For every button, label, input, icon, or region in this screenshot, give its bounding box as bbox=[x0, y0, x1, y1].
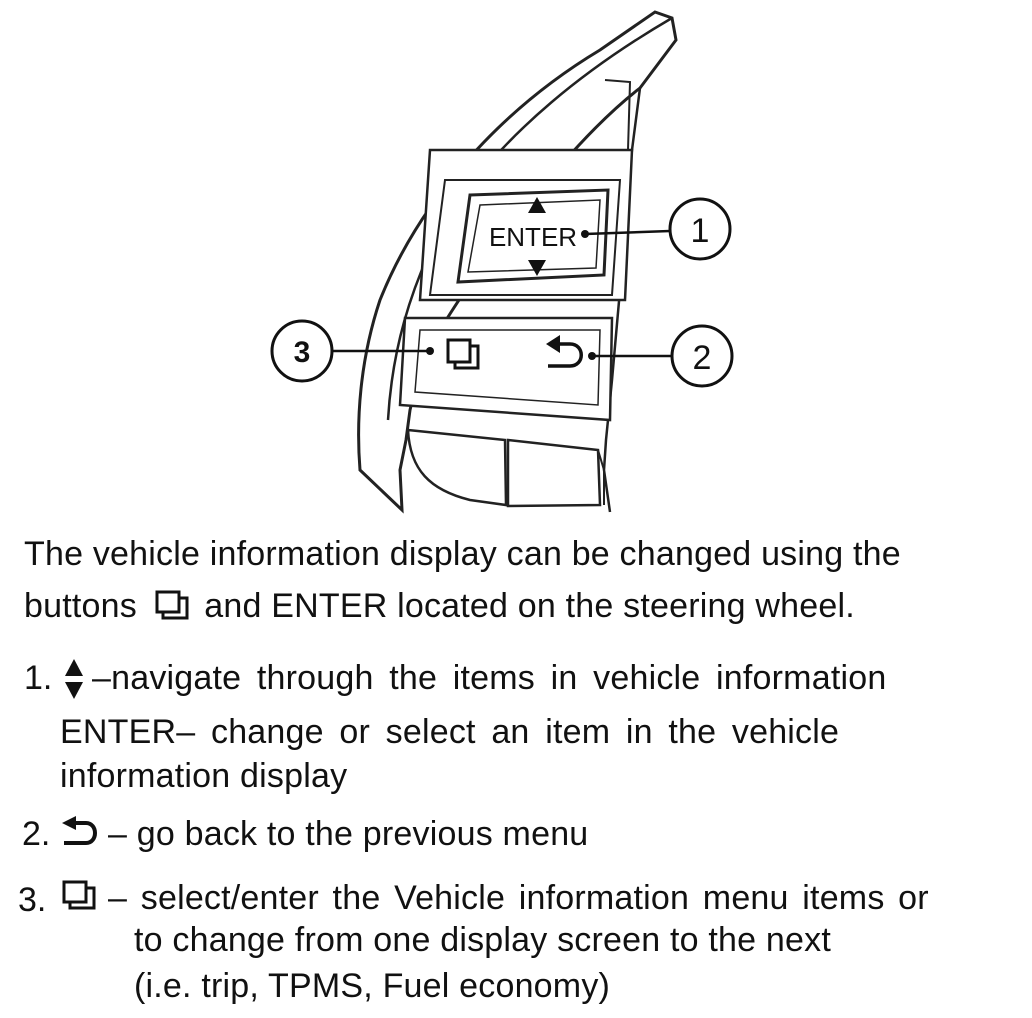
intro-line-2-end: and ENTER located on the steering wheel. bbox=[204, 587, 855, 625]
item-1-enter-label: ENTER bbox=[60, 713, 177, 751]
intro-line-2: buttons and ENTER located on the steerin… bbox=[24, 586, 855, 628]
item-1-number: 1. bbox=[24, 659, 53, 697]
item-3-number: 3. bbox=[18, 881, 47, 919]
display-toggle-button[interactable] bbox=[446, 338, 480, 370]
callout-3-label: 3 bbox=[294, 336, 311, 369]
steering-switch-diagram: ENTER 1 2 3 bbox=[270, 10, 734, 514]
enter-rocker-switch[interactable] bbox=[456, 188, 610, 284]
item-1-dash: – bbox=[92, 659, 112, 697]
back-button[interactable] bbox=[546, 335, 583, 368]
up-down-arrows-icon bbox=[65, 659, 83, 699]
callout-2-label: 2 bbox=[693, 339, 712, 377]
item-1-text: –navigate through the items in vehicle i… bbox=[92, 658, 886, 698]
item-1-sub-text-2: information display bbox=[60, 757, 348, 795]
display-toggle-icon-item-3 bbox=[62, 880, 96, 910]
callout-3 bbox=[270, 319, 334, 383]
item-3-text: – select/enter the Vehicle information m… bbox=[108, 879, 929, 917]
item-1-sub-text: – change or select an item in the vehicl… bbox=[176, 713, 840, 751]
item-3-text-2: to change from one display screen to the… bbox=[134, 921, 831, 959]
down-arrow-icon bbox=[528, 260, 546, 276]
callout-2 bbox=[670, 324, 734, 388]
item-3-text-3: (i.e. trip, TPMS, Fuel economy) bbox=[134, 967, 611, 1005]
up-arrow-icon bbox=[528, 197, 546, 213]
item-1-description: navigate through the items in vehicle in… bbox=[111, 659, 887, 697]
enter-label: ENTER bbox=[489, 222, 577, 252]
intro-line-2-start: buttons bbox=[24, 587, 137, 625]
item-2-number: 2. bbox=[22, 815, 51, 853]
callout-1-label: 1 bbox=[691, 212, 710, 250]
back-arrow-icon bbox=[62, 816, 97, 845]
item-1-sub: ENTER– change or select an item in the v… bbox=[60, 712, 839, 752]
intro-line-1: The vehicle information display can be c… bbox=[24, 535, 901, 573]
callout-1 bbox=[668, 197, 732, 261]
display-toggle-icon bbox=[155, 590, 189, 620]
item-2-text: – go back to the previous menu bbox=[108, 815, 589, 853]
